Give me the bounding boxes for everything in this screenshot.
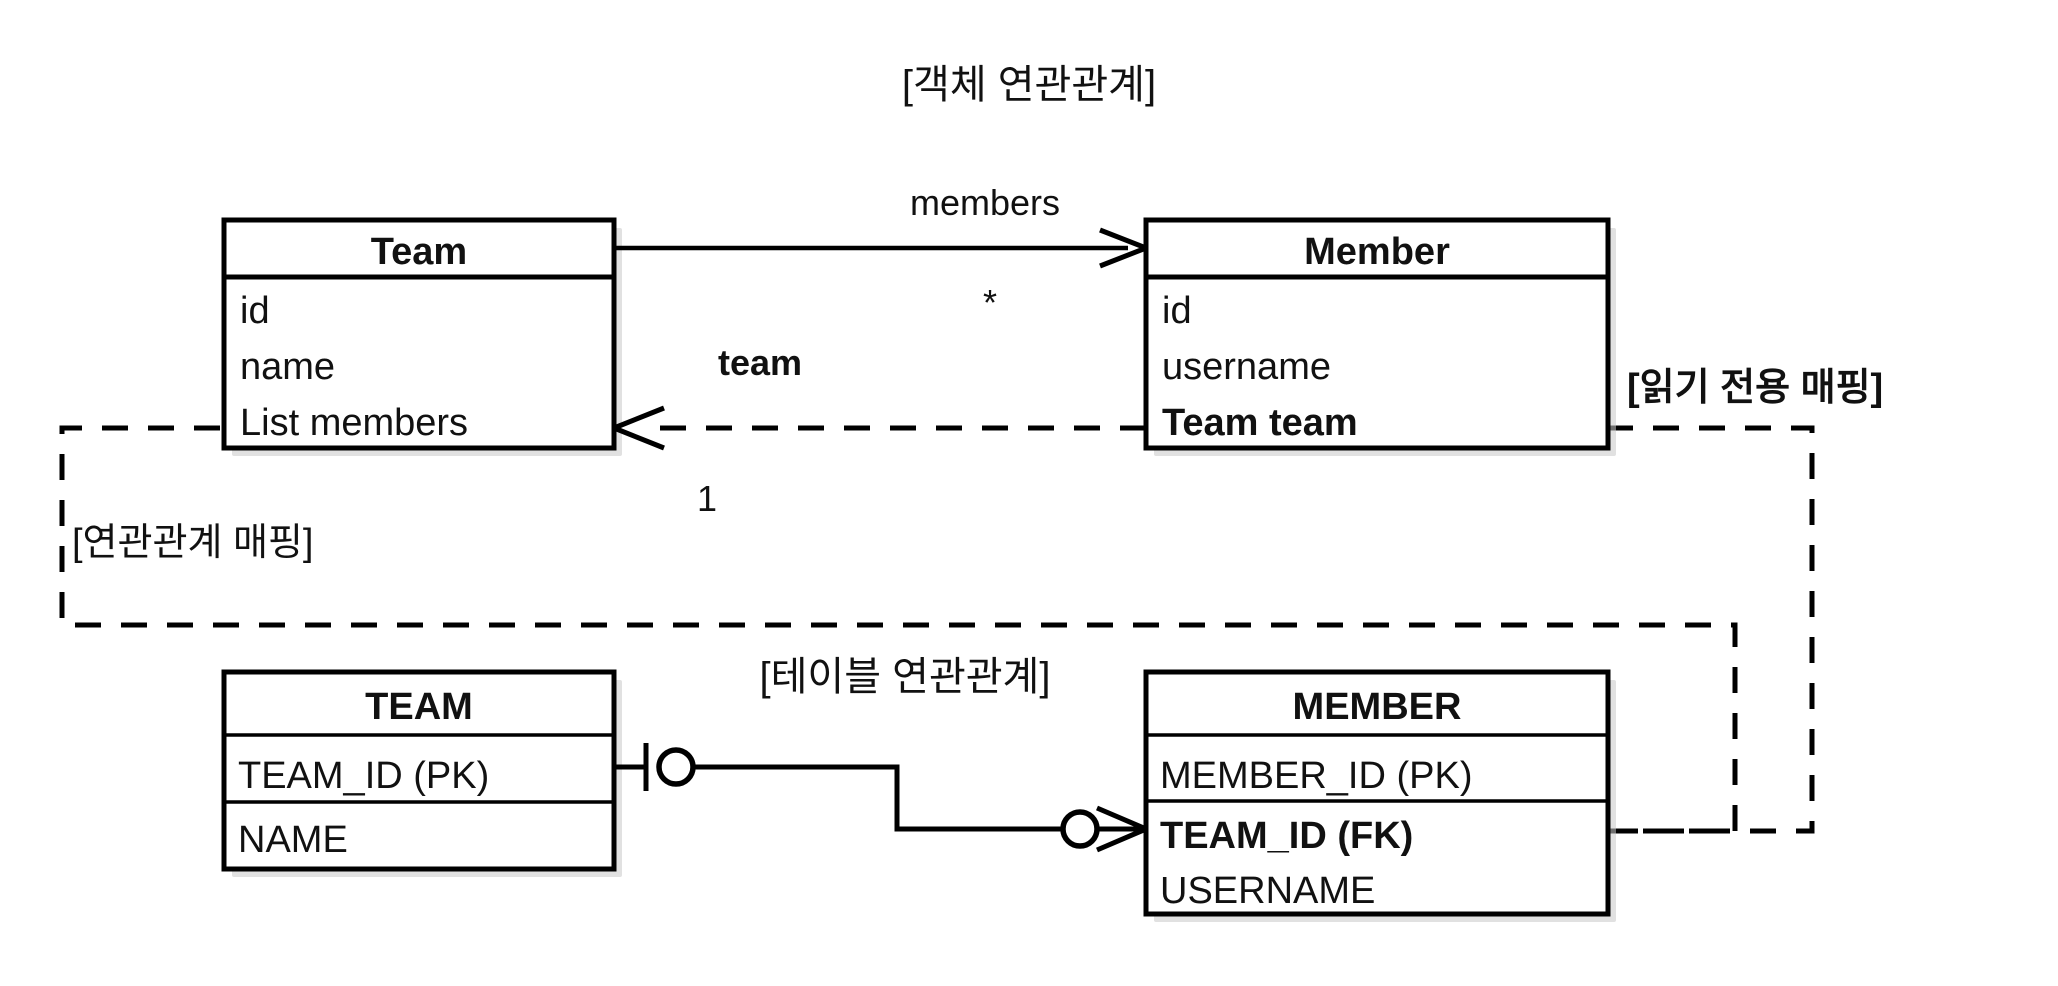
class-box-member[interactable]: Member id username Team team xyxy=(1143,217,1616,456)
association-members-multiplicity: * xyxy=(983,282,997,323)
class-attr-team-members: List members xyxy=(240,402,468,444)
table-col-member-username: USERNAME xyxy=(1160,870,1375,912)
table-col-member-team-id: TEAM_ID (FK) xyxy=(1160,815,1413,857)
table-name-member: MEMBER xyxy=(1293,686,1462,728)
diagram-title: [객체 연관관계] xyxy=(902,63,1156,107)
note-association-mapping: [연관관계 매핑] xyxy=(72,522,313,564)
association-team-multiplicity: 1 xyxy=(697,478,717,519)
note-read-only-mapping: [읽기 전용 매핑] xyxy=(1627,367,1883,409)
class-attr-team-name: name xyxy=(240,346,335,388)
table-col-member-id: MEMBER_ID (PK) xyxy=(1160,755,1472,797)
erd-optional-circle-right xyxy=(1060,809,1100,849)
association-members-arrowhead xyxy=(1099,227,1147,269)
table-section-title: [테이블 연관관계] xyxy=(760,655,1051,699)
erd-relationship-team-member xyxy=(614,743,1147,853)
table-name-team: TEAM xyxy=(365,686,473,728)
erd-crowsfoot xyxy=(1096,805,1147,853)
association-members-label: members xyxy=(910,182,1060,223)
class-attr-member-id: id xyxy=(1162,290,1192,332)
class-attr-member-username: username xyxy=(1162,346,1331,388)
association-team-arrowhead xyxy=(613,405,665,451)
class-attr-team-id: id xyxy=(240,290,270,332)
class-box-team[interactable]: Team id name List members xyxy=(221,217,622,456)
erd-optional-circle-left xyxy=(656,747,696,787)
class-attr-member-team: Team team xyxy=(1162,402,1358,444)
class-name-member: Member xyxy=(1304,231,1450,273)
table-box-team[interactable]: TEAM TEAM_ID (PK) NAME xyxy=(221,669,622,877)
association-team: team 1 xyxy=(613,342,1146,519)
association-team-label: team xyxy=(718,342,802,383)
class-name-team: Team xyxy=(371,231,467,273)
table-box-member[interactable]: MEMBER MEMBER_ID (PK) TEAM_ID (FK) USERN… xyxy=(1143,669,1616,922)
table-col-team-id: TEAM_ID (PK) xyxy=(238,755,489,797)
table-col-team-name: NAME xyxy=(238,819,348,861)
association-members: members * xyxy=(614,182,1147,323)
